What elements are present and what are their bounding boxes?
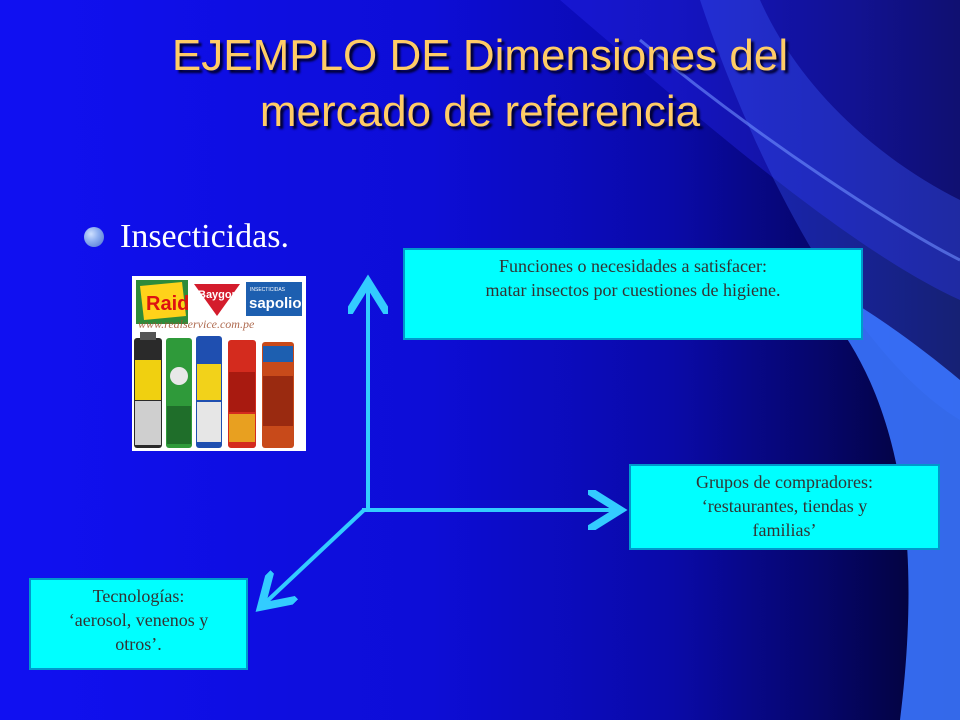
sapolio-logo-text: sapolio [249,295,302,312]
buyer-groups-line-3: familias’ [752,520,817,540]
technologies-line-1: Tecnologías: [92,586,185,606]
bullet-item: Insecticidas. [84,218,289,256]
bullet-icon [84,227,104,247]
insecticidas-label: INSECTICIDAS [250,287,286,293]
buyer-groups-line-1: Grupos de compradores: [696,472,873,492]
technologies-box: Tecnologías: ‘aerosol, venenos y otros’. [29,578,248,670]
technologies-line-2: ‘aerosol, venenos y [68,610,209,630]
diagonal-axis-arrow [264,508,366,604]
title-line-2: mercado de referencia [259,87,701,136]
functions-box: Funciones o necesidades a satisfacer: ma… [403,248,863,340]
functions-line-1: Funciones o necesidades a satisfacer: [499,256,767,276]
bullet-text: Insecticidas. [120,218,289,255]
watermark-text: www.realservice.com.pe [138,317,255,331]
baygon-logo-text: Baygon [198,289,239,301]
buyer-groups-line-2: ‘restaurantes, tiendas y [701,496,868,516]
buyer-groups-box: Grupos de compradores: ‘restaurantes, ti… [629,464,940,550]
functions-line-2: matar insectos por cuestiones de higiene… [485,280,781,300]
raid-logo-text: Raid [146,293,189,315]
title-line-1: EJEMPLO DE Dimensiones del [171,31,789,80]
technologies-line-3: otros’. [115,634,162,654]
insecticide-products-image: Raid Baygon INSECTICIDAS sapolio www.rea… [132,276,306,451]
slide-title: EJEMPLO DE Dimensiones del mercado de re… [60,28,900,140]
